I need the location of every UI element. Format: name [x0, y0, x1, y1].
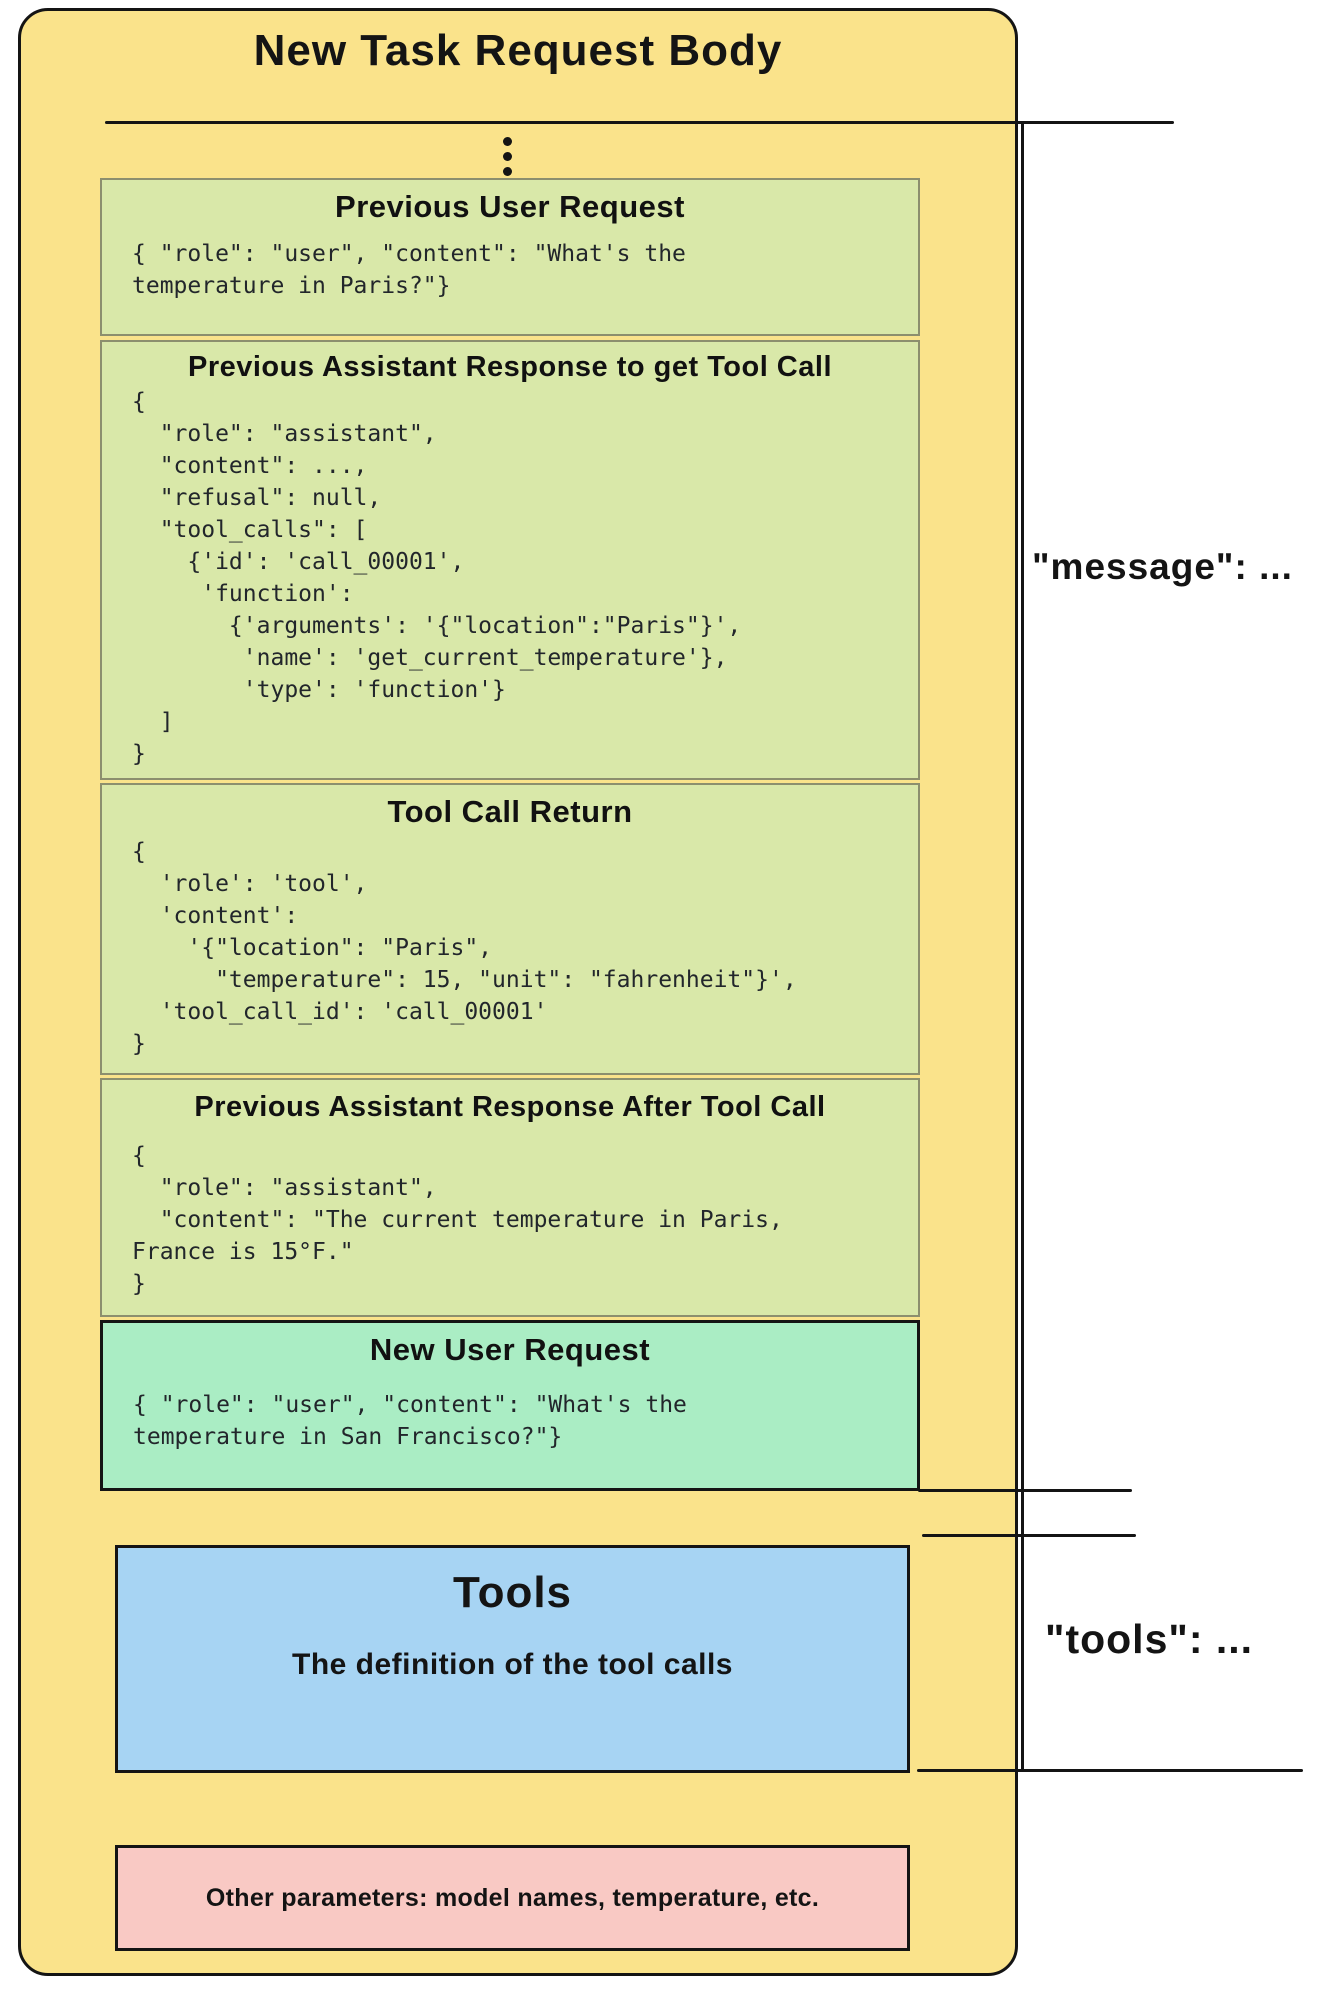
new-user-request-code: { "role": "user", "content": "What's the… — [133, 1392, 687, 1450]
previous-assistant-response-tool-call-box: Previous Assistant Response to get Tool … — [100, 340, 920, 780]
diagram-title: New Task Request Body — [253, 26, 783, 75]
tools-title: Tools — [452, 1568, 573, 1617]
previous-assistant-response-tool-call-code: { "role": "assistant", "content": ..., "… — [132, 389, 742, 767]
previous-assistant-response-after-tool-call-box: Previous Assistant Response After Tool C… — [100, 1078, 920, 1317]
previous-user-request-box: Previous User Request { "role": "user", … — [100, 178, 920, 336]
ellipsis-dot — [503, 152, 512, 161]
tool-call-return-title: Tool Call Return — [387, 794, 633, 829]
vertical-ellipsis-icon — [503, 131, 512, 182]
message-bracket-end-line — [918, 1489, 1132, 1492]
tools-bracket-end-line — [917, 1769, 1303, 1772]
tools-key-annotation: "tools": ... — [1045, 1616, 1254, 1662]
tools-box: Tools The definition of the tool calls — [115, 1545, 910, 1773]
tools-bracket-top-line — [922, 1534, 1136, 1537]
previous-assistant-response-tool-call-title: Previous Assistant Response to get Tool … — [187, 351, 832, 383]
tools-subtitle: The definition of the tool calls — [292, 1648, 733, 1681]
previous-assistant-response-after-tool-call-code: { "role": "assistant", "content": "The c… — [132, 1143, 783, 1297]
previous-user-request-title: Previous User Request — [335, 189, 685, 224]
title-divider-line — [105, 121, 1174, 124]
tool-call-return-box: Tool Call Return { 'role': 'tool', 'cont… — [100, 783, 920, 1075]
previous-user-request-code: { "role": "user", "content": "What's the… — [132, 241, 686, 299]
other-parameters-box: Other parameters: model names, temperatu… — [115, 1845, 910, 1951]
new-user-request-title: New User Request — [369, 1332, 651, 1367]
ellipsis-dot — [503, 167, 512, 176]
message-key-annotation: "message": ... — [1032, 546, 1293, 587]
other-parameters-text: Other parameters: model names, temperatu… — [205, 1883, 820, 1912]
ellipsis-dot — [503, 137, 512, 146]
tool-call-return-code: { 'role': 'tool', 'content': '{"location… — [132, 839, 797, 1057]
previous-assistant-response-after-tool-call-title: Previous Assistant Response After Tool C… — [194, 1091, 826, 1123]
message-bracket-vertical-line — [1021, 121, 1024, 1772]
new-user-request-box: New User Request { "role": "user", "cont… — [100, 1320, 920, 1491]
